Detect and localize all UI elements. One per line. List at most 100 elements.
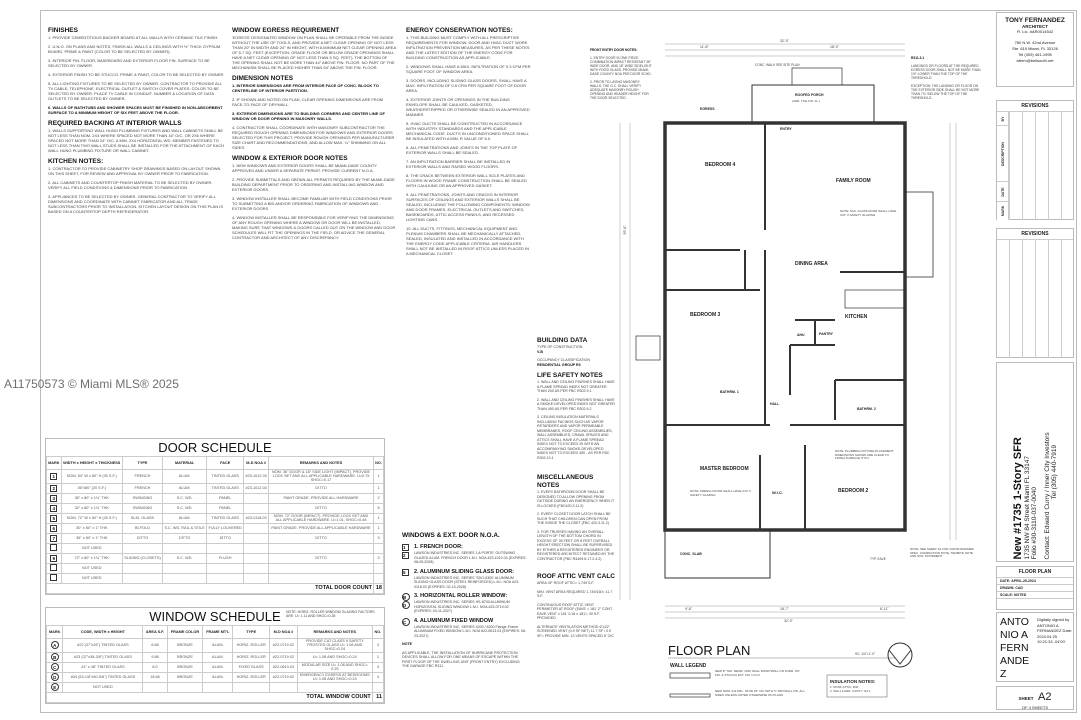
- table-cell: ALUM.: [202, 651, 234, 663]
- window-mark-circle: C: [50, 663, 59, 672]
- table-cell: S.C. WD. RAIL & STILE: [162, 522, 208, 534]
- table-cell: BRONZE: [166, 651, 204, 663]
- table-cell: BI-FOLD: [121, 522, 164, 534]
- revisions-heading: REVISIONS: [997, 101, 1073, 112]
- window-door-notes-heading: WINDOW & EXTERIOR DOOR NOTES: [232, 155, 348, 162]
- sheet-number-block: SHEET A2 OF 4 SHEETS: [996, 686, 1074, 710]
- note-heading: NOTE: [402, 642, 412, 646]
- table-cell: SWINGING: [121, 502, 164, 514]
- door-mark-box: 5: [50, 514, 58, 522]
- room-pantry: PANTRY: [819, 332, 834, 336]
- address-line: 780 N.W. 42nd Avenue: [1014, 40, 1056, 45]
- table-row: NOT USED: [46, 542, 384, 554]
- note: 1. THIS BUILDING MUST COMPLY WITH ALL PR…: [406, 35, 530, 60]
- general-notes-column-1: FINISHES 1. PROVIDE CEMENTITIOUS BACKER …: [48, 22, 226, 218]
- table-cell: NOM. 72" DOOR (IMPACT). PROVIDE LOCK SET…: [268, 512, 375, 524]
- door-mark: [46, 542, 62, 554]
- table-cell: [206, 562, 245, 574]
- door-mark: 7: [46, 532, 62, 544]
- window-mark: D: [45, 671, 64, 683]
- note: 5. ALL LIGHTING FIXTURES TO BE SELECTED …: [48, 81, 222, 101]
- note: 1. PROVIDE CEMENTITIOUS BACKER BOARD AT …: [48, 35, 219, 40]
- note: 10. ALL DUCTS, FITTINGS, MECHANICAL EQUI…: [406, 226, 529, 256]
- building-data-heading: BUILDING DATA: [537, 337, 588, 344]
- table-cell: [373, 572, 384, 584]
- column-header: FACE: [206, 456, 245, 470]
- table-cell: 3: [373, 532, 384, 544]
- noa-heading: WINDOWS & EXT. DOOR N.O.A.: [402, 532, 500, 539]
- side-slab: [904, 191, 934, 278]
- table-cell: [268, 562, 375, 574]
- table-row: NOT USED: [46, 572, 384, 584]
- table-cell: NOT USED: [60, 572, 123, 584]
- label: TYPE OF CONSTRUCTION: [537, 345, 583, 349]
- note: 2. EVERY CLOSET DOOR LATCH SHALL BE SUCH…: [537, 512, 611, 525]
- signature-name: ANTONIO A FERNANDEZ: [1000, 616, 1030, 680]
- note: 'EGRESS' DESIGNATED WINDOW ON PLAN SHALL…: [232, 35, 396, 70]
- drawing-sheet-border: [40, 10, 1077, 713]
- window-mark-circle: A: [50, 641, 59, 650]
- table-cell: [162, 572, 208, 584]
- note: 2. ALL CABINETS AND COUNTERTOP FINISH MA…: [48, 180, 213, 190]
- table-cell: [121, 542, 164, 554]
- sheet-scale: SCALE: NOTED: [997, 592, 1073, 599]
- plan-notes: NOTE: SLD. GLASS DOOR SHALL HAVE CAT. II…: [690, 210, 974, 559]
- note: EXCEPTION: THE LANDING OR FLOOR ON THE E…: [911, 84, 980, 100]
- table-cell: MODULAR SIZE U= 1.06 AND SHGC= 0.25: [296, 661, 373, 673]
- note: 1. CONTRACTOR TO PROVIDE CABINETRY SHOP …: [48, 166, 221, 176]
- noa-mark: D: [402, 601, 410, 609]
- table-cell: 1: [373, 512, 384, 524]
- table-cell: ALUM.: [162, 512, 208, 524]
- note: NOTE: PLUMBING FIXTURE PLACEMENT DIMENSI…: [835, 450, 894, 461]
- roofed-porch: [751, 84, 875, 124]
- roof-vent-heading: ROOF ATTIC VENT CALC: [537, 573, 615, 580]
- room-kitchen: KITCHEN: [845, 314, 868, 320]
- rev-col-label: DATE: [1000, 186, 1005, 197]
- column-header: CODE, WIDTH x HEIGHT: [62, 625, 144, 639]
- insulation-note: 1. ROOF ATTIC: R30: [830, 685, 859, 689]
- room-bedroom-4: BEDROOM 4: [705, 162, 736, 168]
- door-mark-box: 4: [50, 504, 58, 512]
- rev-col-label: BY: [1000, 116, 1005, 121]
- table-cell: U= 1.08 AND SHGC=0.24: [296, 651, 373, 663]
- room-wic: W.I.C.: [772, 490, 783, 495]
- table-cell: S.C. WD.: [162, 502, 208, 514]
- misc-notes-heading: MISCELLANEOUS NOTES: [537, 474, 594, 489]
- scale-label: SC: 1/4"=1'-0": [855, 652, 875, 656]
- dim: 8'-11": [880, 607, 889, 611]
- column-header: AREA S.F.: [142, 625, 168, 639]
- front-entry-heading: FRONT ENTRY DOOR NOTES:: [590, 48, 638, 52]
- code-ref: R311.3.1: [911, 56, 925, 60]
- ahu-label: AHU: [797, 333, 805, 337]
- note: 1. WALLS SUPPORTING WALL HUNG PLUMBING F…: [48, 128, 225, 153]
- note: 1. ENTRY DOOR IS ONE PIECE COMBINATION I…: [590, 56, 652, 76]
- note: 9. ALL PENETRATIONS, JOINTS AND CRACKS I…: [406, 192, 530, 222]
- door-mark-box: 2: [50, 484, 58, 492]
- dim: 18'-0": [830, 45, 840, 49]
- note: NOTE: SEE SHEET S1 FOR VAPOR BARRIER SPE…: [910, 548, 974, 559]
- occupancy: RESIDENTIAL GROUP R3: [537, 362, 581, 367]
- note: 1. INTERIOR DIMENSIONS ARE FROM INTERIOR…: [232, 83, 379, 93]
- window-glazing-note: NOTE: HORIZ. ROLLER WINDOW GLAZING FACTO…: [286, 610, 375, 619]
- table-cell: [268, 542, 375, 554]
- dim-overall: 32'-0": [780, 39, 790, 43]
- total-window-count: 11: [371, 691, 385, 703]
- drawn-by: DRAWN: CAD: [997, 585, 1073, 592]
- project-address: 1735 NW 84 Street Miami FL 33147: [1024, 456, 1031, 560]
- architect-block: TONY FERNANDEZ ARCHITECT Fl. Lic. #AR001…: [996, 12, 1074, 87]
- column-header: MARK: [46, 456, 62, 470]
- dimension-text: 32'-0" 11'-8" 18'-0" 9'-8" 18'-7" 8'-11"…: [623, 39, 889, 623]
- table-cell: [268, 572, 375, 584]
- sheet-number: A2: [1038, 691, 1052, 703]
- architect-role: ARCHITECT: [1022, 24, 1048, 29]
- table-cell: #23-1012.03: [243, 469, 270, 484]
- table-cell: [121, 572, 164, 584]
- table-cell: FRENCH: [121, 469, 164, 484]
- revisions-block-1: REVISIONS BY DESCRIPTION DATE MARK: [996, 100, 1074, 220]
- window-mark-circle: D: [50, 673, 59, 682]
